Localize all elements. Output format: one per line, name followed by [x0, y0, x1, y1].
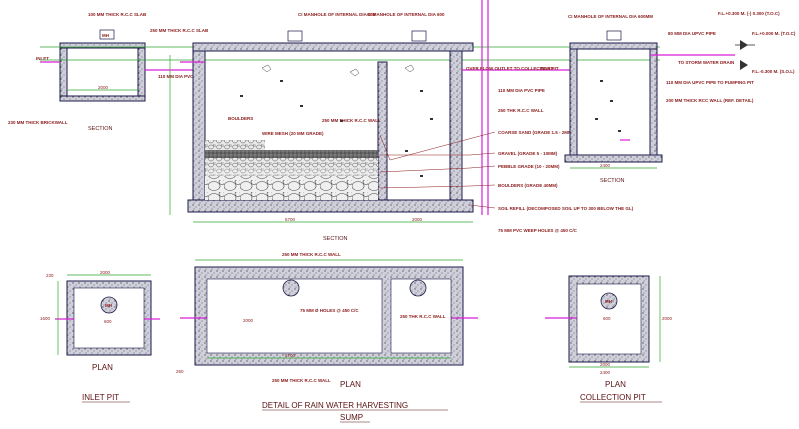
cp-plan-mh	[600, 292, 618, 310]
layer-note-4: SOIL REFILL (DECOMPOSED SOIL UP TO 300 B…	[498, 206, 634, 211]
inlet-plan-label: PLAN	[92, 363, 113, 372]
cp-level-2: F.L.-0.300 M. (S.O.L)	[752, 69, 795, 74]
layer-note-0: COARSE SAND (GRADE 1.5 - 2MM)	[498, 130, 574, 135]
title-line-2: SUMP	[340, 413, 363, 422]
sump-partition	[377, 61, 388, 205]
svg-text:MH: MH	[605, 299, 612, 304]
layer-boulder	[205, 176, 378, 200]
boulder-top	[205, 140, 265, 150]
sump-pvc-note: 110 MM DIA PVC PIPE	[498, 88, 545, 93]
inlet-left-wall	[59, 47, 68, 99]
sump-plan-dim-width: 2000	[243, 318, 254, 323]
layer-note-3: BOULDERS (GRADE 40MM)	[498, 183, 558, 188]
cp-slab	[569, 42, 658, 50]
cp-level-0: F.L.+0.300 M. (-) 0.300 (T.O.C)	[718, 11, 780, 16]
cp-plan-dim-width: 2000	[600, 362, 611, 367]
layer-pebble	[205, 168, 378, 176]
sump-section: 5700 2000 CI MANHOLE OF INTERNAL DIA 600…	[40, 0, 660, 242]
sump-manhole-2	[411, 30, 427, 42]
layer-sand	[205, 150, 378, 158]
layer-gravel	[205, 158, 378, 168]
drawing-title: DETAIL OF RAIN WATER HARVESTING SUMP	[262, 401, 448, 423]
inlet-right-wall	[137, 47, 146, 99]
cp-plan-dim-mh: 600	[603, 316, 611, 321]
layer-note-2: PEBBLE GRADE (10 - 20MM)	[498, 164, 560, 169]
title-line-1: DETAIL OF RAIN WATER HARVESTING	[262, 401, 408, 410]
inlet-wall-note: 230 MM THICK BRICKWALL	[8, 120, 68, 125]
collection-pit-plan: MH 2000 2400 600 2000 PLAN COLLECTION PI…	[545, 275, 673, 403]
sump-partition-note: 250 THK R.C.C WALL	[498, 108, 544, 113]
inlet-mh-text: MH	[102, 33, 109, 38]
collection-pit-section: CI MANHOLE OF INTERNAL DIA 600MM 80 MM D…	[540, 11, 796, 184]
sump-plan-wall-bottom: 250 MM THICK R.C.C WALL	[272, 378, 331, 383]
inlet-dim-bottom: 2000	[98, 85, 109, 90]
sump-plan-weep: 75 MM Ø HOLES @ 450 C/C	[300, 308, 359, 313]
inlet-base	[59, 95, 146, 102]
inlet-section-label: SECTION	[88, 126, 112, 132]
layer-note-1: GRAVEL (GRADE 5 - 10MM)	[498, 151, 558, 156]
cp-pipe-note: 80 MM DIA UPVC PIPE	[668, 31, 716, 36]
cp-name: COLLECTION PIT	[580, 393, 646, 402]
inlet-pvc-note: 110 MM DIA PVC PIPE	[158, 74, 205, 79]
sump-weep-note: 75 MM PVC WEEP HOLES @ 450 C/C	[498, 228, 578, 233]
sump-plan-dim-length: 5700	[285, 353, 296, 358]
cp-wall-note: 200 MM THICK RCC WALL (REF. DETAIL)	[666, 98, 754, 103]
sump-base	[187, 199, 474, 213]
cp-right-wall	[649, 48, 658, 158]
cp-pump-note: 110 MM DIA UPVC PIPE TO PUMPING PIT	[666, 80, 754, 85]
sump-boulders-top: BOULDERS	[228, 116, 253, 121]
sump-wire-mesh: WIRE MESH (20 MM GRADE)	[262, 131, 324, 136]
sump-roof-note: 250 MM THICK R.C.C SLAB	[150, 28, 209, 33]
inlet-mh-symbol	[99, 29, 115, 40]
cp-manhole-note: CI MANHOLE OF INTERNAL DIA 600MM	[568, 14, 653, 19]
cp-plan-dim-side: 2000	[662, 316, 673, 321]
sump-roof-slab	[192, 42, 474, 52]
sump-plan-partition: 250 THK R.C.C WALL	[400, 314, 446, 319]
inlet-plan-dim-left: 1600	[40, 316, 51, 321]
cp-section-label: SECTION	[600, 178, 624, 184]
sump-section-label: SECTION	[323, 236, 347, 242]
sump-plan-label: PLAN	[340, 380, 361, 389]
sump-overflow-note: OVER FLOW OUTLET TO COLLECTION PIT	[466, 66, 559, 71]
sump-dim-part: 2000	[412, 217, 423, 222]
cp-dim-width: 2400	[600, 163, 611, 168]
inlet-slab	[59, 42, 146, 49]
sump-right-wall	[449, 50, 463, 205]
cp-plan-dim-outer: 2400	[600, 370, 611, 375]
cp-left-wall	[569, 48, 578, 158]
sump-mh-note-1: CI MANHOLE OF INTERNAL DIA 600	[298, 12, 376, 17]
inlet-plan-dim-wall: 230	[46, 273, 54, 278]
inlet-plan-dim-top: 2000	[100, 270, 111, 275]
sump-plan: 5700 2000 250 MM THICK R.C.C WALL 250 MM…	[176, 252, 478, 389]
cp-inlet-tag: INLET	[540, 66, 553, 71]
sump-plan-mh-1	[282, 279, 300, 297]
cp-level-1: F.L.+0.000 M. (T.O.C)	[752, 31, 796, 36]
sump-plan-wall-top: 250 MM THICK R.C.C WALL	[282, 252, 341, 257]
cp-storm-note: TO STORM WATER DRAIN	[678, 60, 734, 65]
sump-plan-mh-2	[409, 279, 427, 297]
inlet-pit-plan: MH 2000 600 1600 230 PLAN INLET PIT	[40, 270, 160, 403]
sump-left-wall	[192, 50, 206, 205]
svg-text:MH: MH	[105, 303, 112, 308]
inlet-slab-note: 100 MM THICK R.C.C SLAB	[88, 12, 147, 17]
sump-plan-dim-wall: 250	[176, 369, 184, 374]
cp-plan-label: PLAN	[605, 380, 626, 389]
inlet-plan-dim-mh: 600	[104, 319, 112, 324]
inlet-plan-mh	[100, 296, 118, 314]
sump-wall-note: 250 MM THICK R.C.C WALL	[322, 118, 381, 123]
sump-manhole-1	[287, 30, 303, 42]
inlet-pit-section: MH INLET 100 MM THICK R.C.C SLAB 230 MM …	[8, 12, 205, 132]
inlet-tag: INLET	[36, 56, 49, 61]
cp-mh-symbol	[606, 30, 622, 41]
sump-dim-length: 5700	[285, 217, 296, 222]
cp-base	[564, 154, 663, 163]
inlet-pit-name: INLET PIT	[82, 393, 119, 402]
sump-mh-note-2: CI MANHOLE OF INTERNAL DIA 600	[367, 12, 445, 17]
